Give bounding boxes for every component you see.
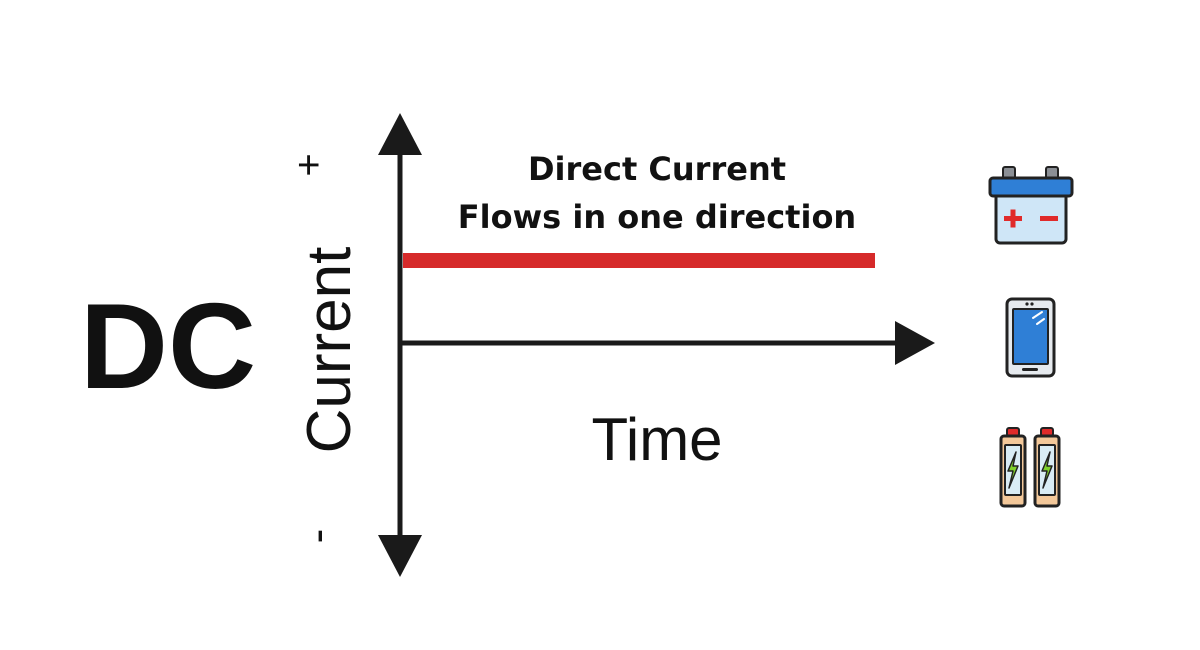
annotation-line-1: Direct Current <box>528 150 786 188</box>
dc-title: DC <box>80 278 256 414</box>
y-axis-label: Current <box>295 247 364 454</box>
positive-sign: + <box>287 153 331 176</box>
x-axis-right-arrow <box>895 321 935 365</box>
car-battery-icon <box>988 166 1074 245</box>
y-axis-up-arrow <box>378 113 422 155</box>
y-axis-down-arrow <box>378 535 422 577</box>
annotation-line-2: Flows in one direction <box>458 198 856 236</box>
aa-batteries-icon <box>999 427 1061 508</box>
negative-sign: - <box>293 529 342 544</box>
smartphone-icon <box>1005 297 1056 378</box>
x-axis <box>400 321 935 365</box>
y-axis <box>378 113 422 577</box>
x-axis-label: Time <box>591 406 722 473</box>
direct-current-line <box>403 253 875 268</box>
